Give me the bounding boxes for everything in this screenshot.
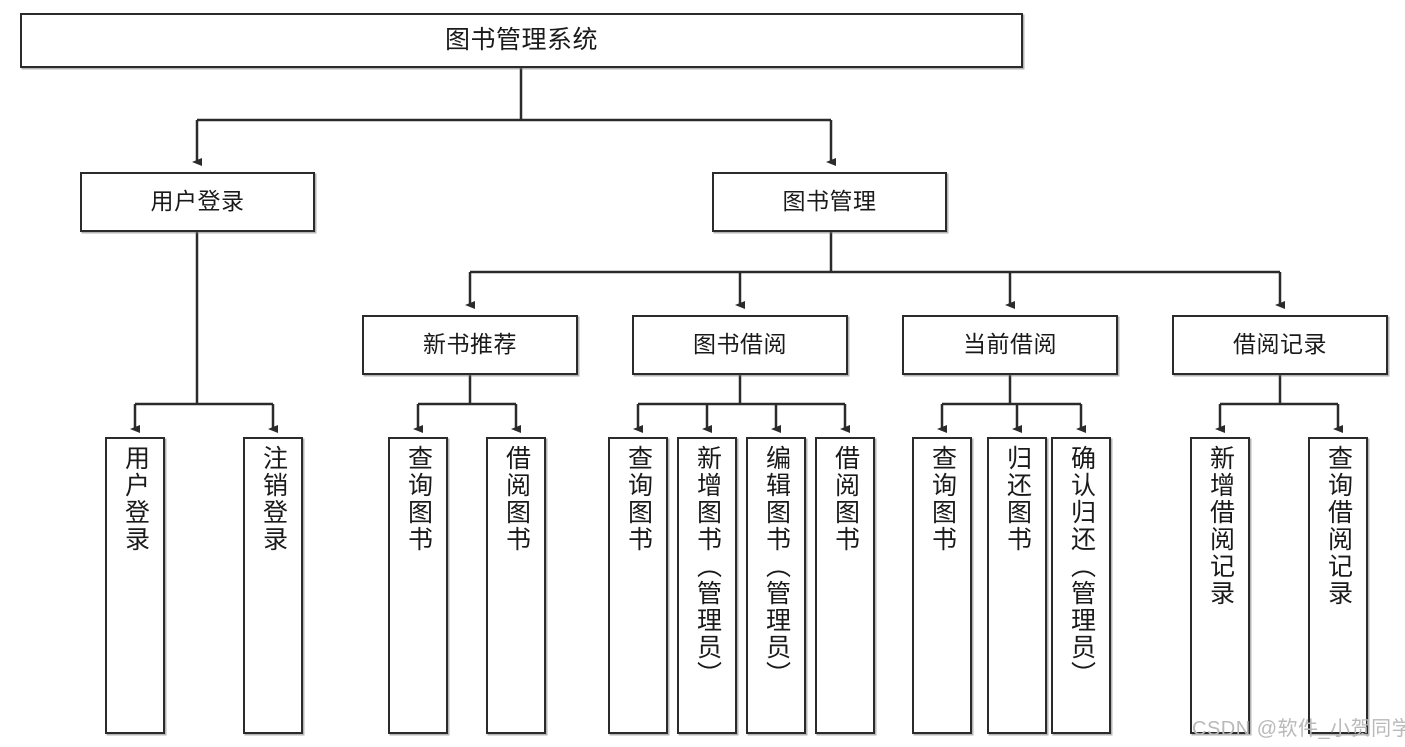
node-leaf-query-borrow-record-label: 查询借阅记录: [1324, 445, 1353, 607]
node-borrow-record[interactable]: 借阅记录: [1172, 315, 1388, 375]
node-leaf-logout-login[interactable]: 注销登录: [243, 437, 303, 734]
node-root-label: 图书管理系统: [444, 25, 598, 54]
node-leaf-user-login[interactable]: 用户登录: [105, 437, 165, 734]
node-leaf-edit-book-admin-label: 编辑图书（管理员）: [762, 445, 791, 688]
edges-userlogin-to-leaves: [130, 232, 278, 433]
edges-bookmanage-to-level3: [465, 232, 1285, 309]
node-leaf-query-book-3-label: 查询图书: [928, 445, 957, 553]
node-current-borrow[interactable]: 当前借阅: [902, 315, 1118, 375]
node-leaf-borrow-book-2-label: 借阅图书: [831, 445, 860, 553]
node-leaf-query-book-1-label: 查询图书: [404, 445, 433, 553]
node-root[interactable]: 图书管理系统: [20, 13, 1023, 68]
node-leaf-query-book-2[interactable]: 查询图书: [608, 437, 668, 734]
edges-newbook-to-leaves: [413, 375, 521, 433]
node-user-login-label: 用户登录: [150, 188, 245, 215]
node-leaf-borrow-book-1-label: 借阅图书: [502, 445, 531, 553]
node-leaf-borrow-book-2[interactable]: 借阅图书: [815, 437, 875, 734]
edges-root-to-level2: [192, 68, 836, 166]
node-book-borrow-label: 图书借阅: [693, 331, 787, 358]
node-leaf-return-book-label: 归还图书: [1003, 445, 1032, 553]
node-current-borrow-label: 当前借阅: [963, 331, 1057, 358]
node-leaf-edit-book-admin[interactable]: 编辑图书（管理员）: [746, 437, 806, 734]
edges-borrowrecord-to-leaves: [1215, 375, 1343, 433]
edges-currentborrow-to-leaves: [937, 375, 1086, 433]
csdn-watermark: CSDN @软件_小贺同学: [1192, 718, 1405, 740]
node-leaf-add-borrow-record-label: 新增借阅记录: [1206, 445, 1235, 607]
node-leaf-borrow-book-1[interactable]: 借阅图书: [486, 437, 546, 734]
node-leaf-add-book-admin-label: 新增图书（管理员）: [693, 445, 722, 688]
node-book-manage-label: 图书管理: [782, 188, 877, 215]
node-leaf-query-borrow-record[interactable]: 查询借阅记录: [1308, 437, 1368, 734]
node-new-book-recommend[interactable]: 新书推荐: [362, 315, 578, 375]
node-leaf-query-book-3[interactable]: 查询图书: [912, 437, 972, 734]
node-leaf-confirm-return-admin[interactable]: 确认归还（管理员）: [1051, 437, 1111, 734]
node-leaf-user-login-label: 用户登录: [121, 445, 150, 553]
node-new-book-recommend-label: 新书推荐: [423, 331, 517, 358]
node-borrow-record-label: 借阅记录: [1233, 331, 1327, 358]
node-book-manage[interactable]: 图书管理: [712, 172, 947, 232]
node-leaf-add-borrow-record[interactable]: 新增借阅记录: [1190, 437, 1250, 734]
edges-bookborrow-to-leaves: [633, 375, 850, 433]
node-leaf-logout-login-label: 注销登录: [259, 445, 288, 553]
node-leaf-query-book-1[interactable]: 查询图书: [388, 437, 448, 734]
node-leaf-confirm-return-admin-label: 确认归还（管理员）: [1067, 445, 1096, 688]
node-user-login[interactable]: 用户登录: [80, 172, 315, 232]
node-leaf-add-book-admin[interactable]: 新增图书（管理员）: [677, 437, 737, 734]
node-leaf-query-book-2-label: 查询图书: [624, 445, 653, 553]
node-book-borrow[interactable]: 图书借阅: [632, 315, 848, 375]
node-leaf-return-book[interactable]: 归还图书: [987, 437, 1047, 734]
